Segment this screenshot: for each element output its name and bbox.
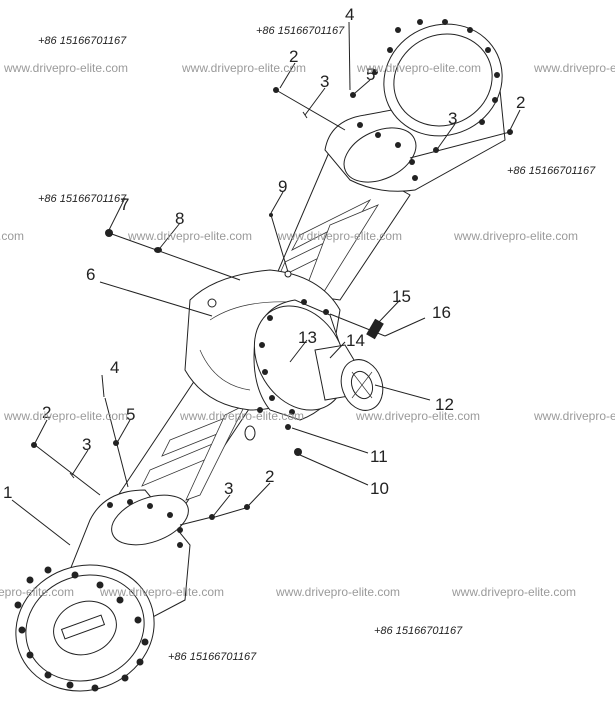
- differential-carrier: [253, 299, 384, 421]
- watermark: www.drivepro-elite.com: [0, 229, 24, 243]
- callout-4: 4: [110, 358, 119, 377]
- callout-5: 5: [126, 405, 135, 424]
- watermark: www.drivepro-elite.com: [127, 229, 252, 243]
- watermark: www.drivepro-elite.com: [451, 585, 576, 599]
- phone-number: +86 15166701167: [38, 35, 127, 47]
- leader-lines: [11, 21, 521, 546]
- callout-3: 3: [320, 72, 329, 91]
- phone-number: +86 15166701167: [507, 165, 596, 177]
- callout-3: 3: [82, 435, 91, 454]
- phone-number: +86 15166701167: [168, 651, 257, 663]
- watermark: www.drivepro-elite.com: [0, 585, 74, 599]
- watermark: www.drivepro-elite.com: [99, 585, 224, 599]
- watermark: www.drivepro-elite.com: [181, 61, 306, 75]
- callout-2: 2: [265, 467, 274, 486]
- callout-1: 1: [3, 483, 12, 502]
- watermark: www.drivepro-elite.com: [453, 229, 578, 243]
- phone-numbers: +86 15166701167 +86 15166701167 +86 1516…: [38, 25, 596, 663]
- callout-8: 8: [175, 209, 184, 228]
- watermarks: www.drivepro-elite.com www.drivepro-elit…: [0, 61, 615, 599]
- callout-4: 4: [345, 5, 354, 24]
- callout-16: 16: [432, 303, 451, 322]
- watermark: www.drivepro-elite.com: [179, 409, 304, 423]
- callout-5: 5: [366, 65, 375, 84]
- callout-2: 2: [42, 403, 51, 422]
- watermark: www.drivepro-elite.com: [355, 409, 480, 423]
- top-hub-bolts: [357, 19, 500, 181]
- watermark: www.drivepro-elite.com: [533, 61, 615, 75]
- watermark: www.drivepro-elite.com: [275, 585, 400, 599]
- callout-15: 15: [392, 287, 411, 306]
- watermark: www.drivepro-elite.com: [356, 61, 481, 75]
- bottom-wheel-hub: [14, 489, 191, 692]
- phone-number: +86 15166701167: [38, 193, 127, 205]
- callout-3: 3: [448, 109, 457, 128]
- callout-12: 12: [435, 395, 454, 414]
- phone-number: +86 15166701167: [374, 625, 463, 637]
- callout-labels: 1 2 2 2 2 3 3 3 3 4 4 5 5 6 7 8 9 10 11 …: [3, 5, 525, 502]
- callout-6: 6: [86, 265, 95, 284]
- callout-11: 11: [370, 447, 388, 466]
- watermark: www.drivepro-elite.com: [3, 409, 128, 423]
- callout-13: 13: [298, 328, 317, 347]
- bottom-hub-bolts: [14, 499, 183, 692]
- callout-7: 7: [120, 195, 129, 214]
- callout-14: 14: [346, 331, 365, 350]
- watermark: www.drivepro-elite.com: [277, 229, 402, 243]
- top-wheel-hub: [324, 19, 506, 192]
- callout-2: 2: [516, 93, 525, 112]
- watermark: www.drivepro-elite.com: [3, 61, 128, 75]
- carrier-bolts: [257, 299, 329, 415]
- watermark: www.drivepro-elite.com: [533, 409, 615, 423]
- callout-9: 9: [278, 177, 287, 196]
- phone-number: +86 15166701167: [256, 25, 345, 37]
- fasteners: [31, 87, 513, 520]
- callout-2: 2: [289, 47, 298, 66]
- callout-10: 10: [370, 479, 389, 498]
- callout-3: 3: [224, 479, 233, 498]
